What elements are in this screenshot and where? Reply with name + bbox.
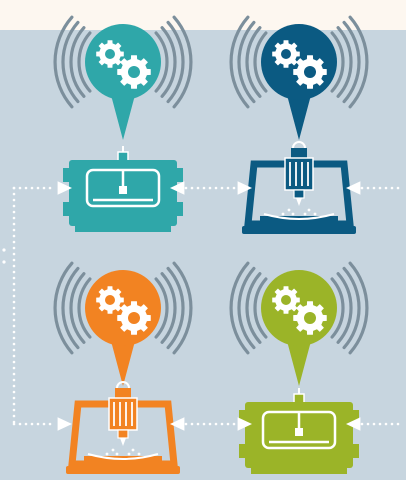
cnc-machine-orange	[53, 261, 193, 474]
cnc-machine-teal	[53, 15, 193, 232]
gear-icon	[117, 301, 151, 335]
arrow-right-icon	[57, 417, 72, 431]
gear-icon	[96, 40, 124, 68]
gear-icon	[117, 55, 151, 89]
gear-icon	[272, 40, 300, 68]
gear-icon	[96, 286, 124, 314]
cnc-machine-navy	[229, 15, 369, 234]
arrow-right-icon	[346, 181, 361, 195]
gear-icon	[293, 301, 327, 335]
arrow-right-icon	[170, 417, 185, 431]
cnc-router-icon	[239, 388, 359, 474]
arrow-right-icon	[346, 417, 361, 431]
signal-waves-icon	[53, 15, 193, 109]
cnc-router-icon	[63, 146, 183, 232]
gear-speech-bubble-icon	[261, 270, 337, 386]
gear-icon	[293, 55, 327, 89]
arrow-right-icon	[237, 417, 252, 431]
arrow-right-icon	[237, 181, 252, 195]
cnc-mill-icon	[242, 141, 356, 234]
connector-dot	[2, 260, 6, 264]
signal-waves-icon	[53, 261, 193, 355]
gear-speech-bubble-icon	[261, 24, 337, 140]
gear-speech-bubble-icon	[85, 24, 161, 140]
arrow-right-icon	[57, 181, 72, 195]
cnc-machine-lime	[229, 261, 369, 474]
connector-lines	[2, 181, 406, 431]
gear-icon	[272, 286, 300, 314]
signal-waves-icon	[229, 261, 369, 355]
connector-dot	[2, 248, 6, 252]
cnc-mill-icon	[66, 381, 180, 474]
arrow-right-icon	[170, 181, 185, 195]
signal-waves-icon	[229, 15, 369, 109]
gear-speech-bubble-icon	[85, 270, 161, 386]
